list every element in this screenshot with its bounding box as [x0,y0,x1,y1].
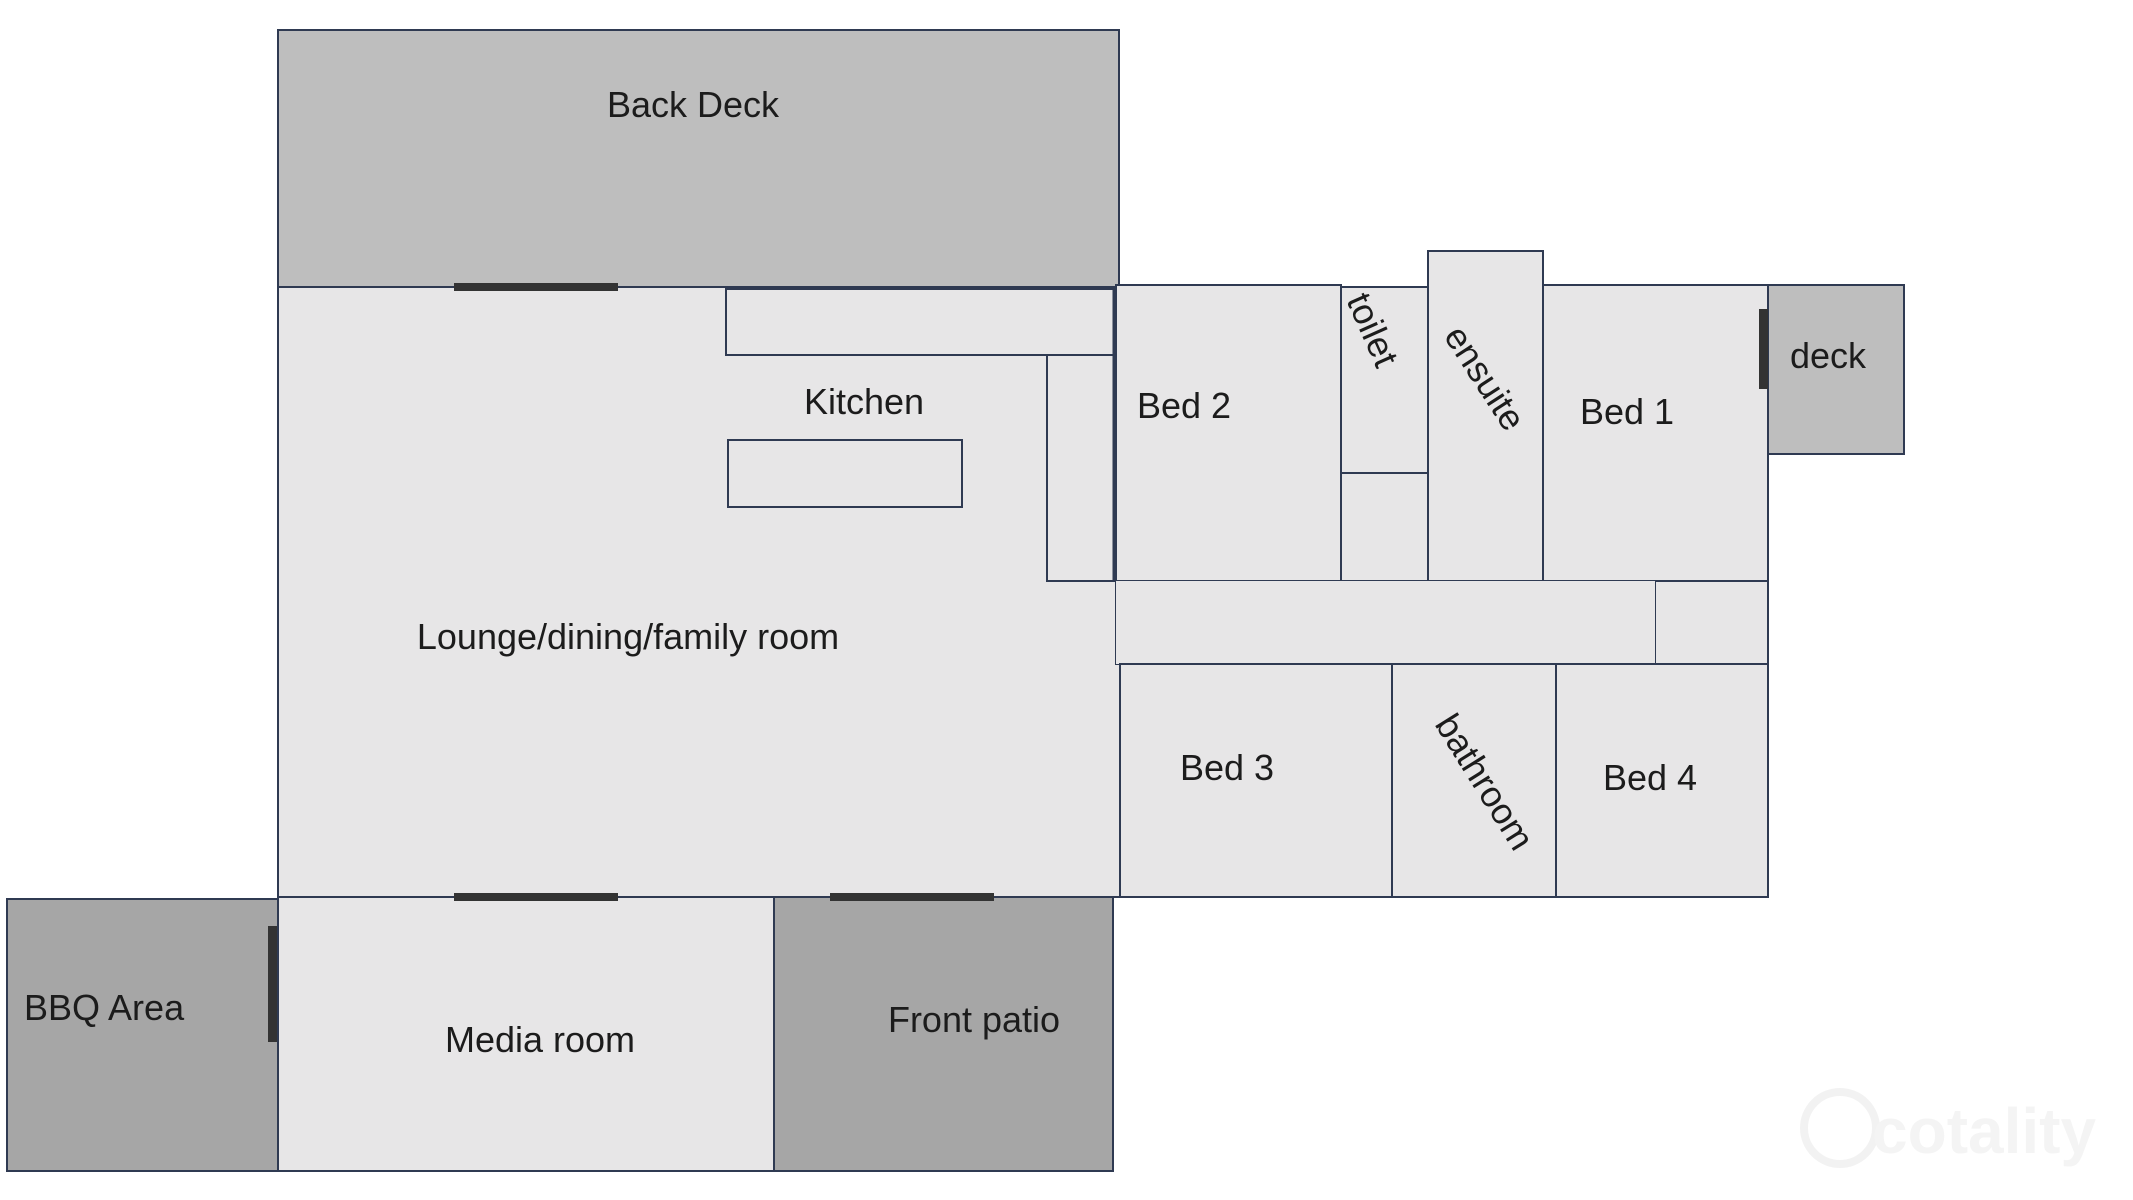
hall-area [1340,472,1429,582]
back-deck-area [277,29,1120,288]
bed-4-area [1555,663,1769,898]
bbq-area [6,898,279,1172]
kitchen-island [727,439,963,508]
bed-1-area [1542,284,1769,582]
bed-2-label: Bed 2 [1137,385,1231,426]
kitchen-label: Kitchen [804,381,924,422]
bed-4-label: Bed 4 [1603,757,1697,798]
bed-1-label: Bed 1 [1580,391,1674,432]
bbq-area-label: BBQ Area [24,987,185,1028]
corridor-area [1116,581,1655,664]
bathroom-area [1391,663,1557,898]
watermark-globe-icon [1800,1088,1880,1168]
back-deck-label: Back Deck [607,84,780,125]
patio-door [830,893,994,901]
watermark-text: cotality [1872,1095,2096,1167]
back-door [454,283,618,291]
bed-2-area [1115,284,1342,582]
deck-door [1759,309,1768,389]
bbq-door [268,926,277,1042]
deck-area [1767,284,1905,455]
bed-3-area [1119,663,1393,898]
bed-3-label: Bed 3 [1180,747,1274,788]
media-room-area [277,896,775,1172]
lounge-label: Lounge/dining/family room [417,616,839,657]
deck-label: deck [1790,335,1867,376]
toilet-area [1340,286,1429,474]
linen-cupboard [1654,580,1769,665]
media-door [454,893,618,901]
media-room-label: Media room [445,1019,635,1060]
watermark-logo: cotality [1800,1088,2096,1168]
front-patio-label: Front patio [888,999,1060,1040]
front-patio-area [773,896,1114,1172]
